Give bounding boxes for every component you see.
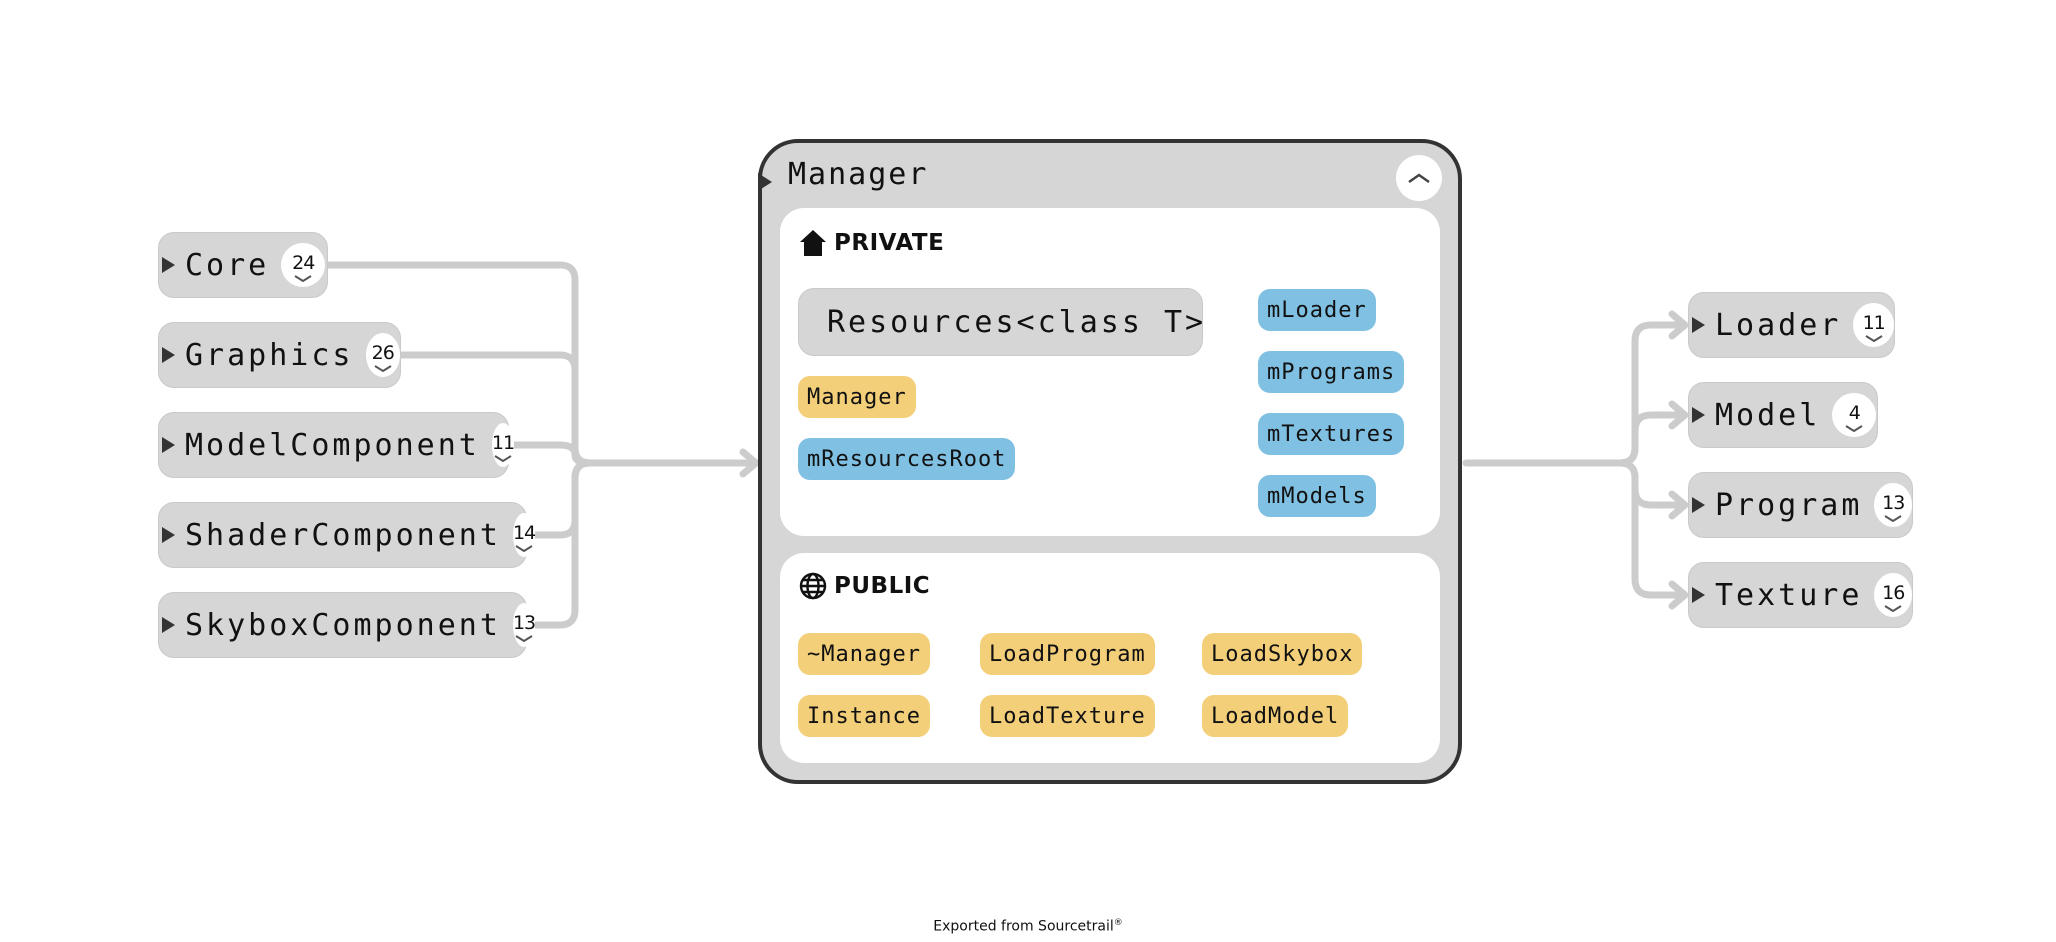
collapse-button[interactable] xyxy=(1396,155,1442,201)
public-section: PUBLIC ~Manager LoadProgram LoadSkybox I… xyxy=(780,553,1440,763)
expand-triangle-icon[interactable] xyxy=(1692,497,1705,513)
node-shadercomponent[interactable]: ShaderComponent 14 xyxy=(158,502,536,568)
node-skyboxcomponent[interactable]: SkyboxComponent 13 xyxy=(158,592,536,658)
edge-manager-to-texture xyxy=(1616,459,1688,599)
expand-triangle-icon[interactable] xyxy=(162,437,175,453)
footer-text: Exported from Sourcetrail xyxy=(933,918,1114,935)
member-function[interactable]: Instance xyxy=(798,695,930,737)
member-function[interactable]: Manager xyxy=(798,376,916,418)
expand-triangle-icon[interactable] xyxy=(162,257,175,273)
arrow-model xyxy=(1668,400,1689,430)
node-label: ShaderComponent xyxy=(185,517,501,553)
edge-modelcomponent-to-manager xyxy=(505,441,594,467)
node-label: Program xyxy=(1715,487,1863,523)
private-heading-text: PRIVATE xyxy=(834,230,945,256)
count-value: 11 xyxy=(491,431,515,454)
chevron-down-icon xyxy=(515,635,533,642)
count-value: 16 xyxy=(1882,581,1905,604)
member-variable[interactable]: mModels xyxy=(1258,475,1376,517)
count-badge[interactable]: 11 xyxy=(1853,303,1894,347)
class-title: Manager xyxy=(788,157,929,192)
node-core[interactable]: Core 24 xyxy=(158,232,328,298)
count-value: 4 xyxy=(1848,401,1861,424)
expand-triangle-icon[interactable] xyxy=(162,617,175,633)
house-icon xyxy=(800,230,826,256)
edge-arrow-in xyxy=(739,448,760,478)
focus-triangle-icon xyxy=(758,173,772,191)
chevron-down-icon xyxy=(1865,335,1883,342)
member-function[interactable]: LoadProgram xyxy=(980,633,1155,675)
private-heading: PRIVATE xyxy=(798,228,944,258)
member-variable[interactable]: mLoader xyxy=(1258,289,1376,331)
edge-manager-to-loader xyxy=(1616,321,1688,467)
globe-icon xyxy=(799,572,827,600)
node-modelcomponent[interactable]: ModelComponent 11 xyxy=(158,412,515,478)
nested-type-resources[interactable]: Resources<class T> xyxy=(798,288,1203,356)
export-footer: Exported from Sourcetrail® xyxy=(0,918,2056,935)
member-variable[interactable]: mPrograms xyxy=(1258,351,1405,393)
member-function[interactable]: LoadModel xyxy=(1202,695,1349,737)
edge-manager-to-program xyxy=(1616,459,1688,509)
expand-triangle-icon[interactable] xyxy=(162,347,175,363)
node-label: ModelComponent xyxy=(185,427,480,463)
nested-type-label: Resources<class T> xyxy=(827,304,1207,340)
count-badge[interactable]: 4 xyxy=(1832,393,1877,437)
node-label: SkyboxComponent xyxy=(185,607,501,643)
chevron-down-icon xyxy=(1884,515,1902,522)
node-graphics[interactable]: Graphics 26 xyxy=(158,322,401,388)
member-function[interactable]: LoadTexture xyxy=(980,695,1155,737)
node-label: Core xyxy=(185,247,270,283)
public-heading-text: PUBLIC xyxy=(834,573,931,599)
node-texture[interactable]: Texture 16 xyxy=(1688,562,1913,628)
count-badge[interactable]: 16 xyxy=(1874,573,1912,617)
public-heading: PUBLIC xyxy=(798,571,930,601)
chevron-down-icon xyxy=(1884,605,1902,612)
count-badge[interactable]: 13 xyxy=(512,603,536,647)
private-section: PRIVATE Resources<class T> Manager mReso… xyxy=(780,208,1440,536)
count-value: 14 xyxy=(512,521,536,544)
count-value: 13 xyxy=(1882,491,1905,514)
manager-class-node[interactable]: Manager PRIVATE Resources<class T> Manag… xyxy=(758,139,1462,784)
expand-triangle-icon[interactable] xyxy=(1692,317,1705,333)
edge-skyboxcomponent-to-manager xyxy=(523,459,594,629)
node-label: Model xyxy=(1715,397,1821,433)
count-badge[interactable]: 11 xyxy=(491,423,515,467)
edge-manager-to-model xyxy=(1616,411,1688,467)
chevron-up-icon xyxy=(1408,173,1430,184)
chevron-down-icon xyxy=(294,275,312,282)
count-badge[interactable]: 24 xyxy=(281,243,326,287)
registered-mark: ® xyxy=(1113,918,1123,928)
member-function[interactable]: ~Manager xyxy=(798,633,930,675)
count-value: 24 xyxy=(292,251,315,274)
count-value: 13 xyxy=(512,611,536,634)
member-function[interactable]: LoadSkybox xyxy=(1202,633,1363,675)
node-label: Texture xyxy=(1715,577,1863,613)
member-variable[interactable]: mResourcesRoot xyxy=(798,438,1016,480)
node-model[interactable]: Model 4 xyxy=(1688,382,1878,448)
chevron-down-icon xyxy=(374,365,392,372)
count-value: 11 xyxy=(1862,311,1886,334)
arrow-loader xyxy=(1668,310,1689,340)
expand-triangle-icon[interactable] xyxy=(162,527,175,543)
node-program[interactable]: Program 13 xyxy=(1688,472,1913,538)
expand-triangle-icon[interactable] xyxy=(1692,407,1705,423)
node-loader[interactable]: Loader 11 xyxy=(1688,292,1895,358)
count-value: 26 xyxy=(371,341,395,364)
arrow-program xyxy=(1668,490,1689,520)
chevron-down-icon xyxy=(1845,425,1863,432)
node-label: Graphics xyxy=(185,337,354,373)
arrow-texture xyxy=(1668,580,1689,610)
member-variable[interactable]: mTextures xyxy=(1258,413,1405,455)
edge-shadercomponent-to-manager xyxy=(523,459,594,539)
count-badge[interactable]: 13 xyxy=(1874,483,1912,527)
count-badge[interactable]: 26 xyxy=(365,333,400,377)
expand-triangle-icon[interactable] xyxy=(1692,587,1705,603)
chevron-down-icon xyxy=(515,545,533,552)
node-label: Loader xyxy=(1715,307,1842,343)
chevron-down-icon xyxy=(494,455,512,462)
count-badge[interactable]: 14 xyxy=(512,513,536,557)
